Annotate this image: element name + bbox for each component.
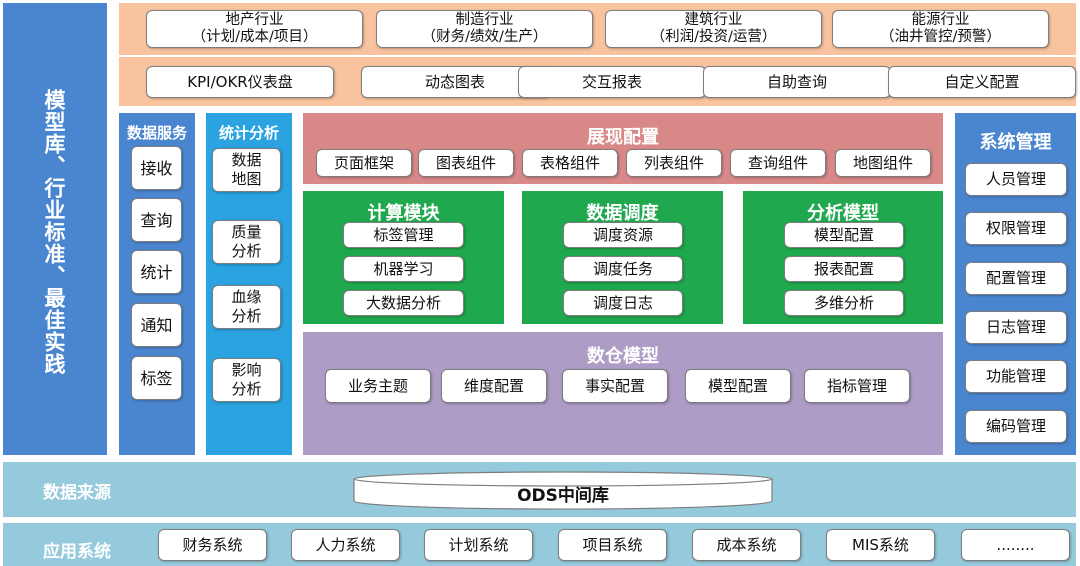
industry-scope: （利润/投资/运营） [650,29,777,45]
data-service-item: 标签 [131,356,182,400]
warehouse-item: 事实配置 [562,369,668,403]
industry-scope: （计划/成本/项目） [191,29,318,45]
stat-analysis-title: 统计分析 [218,124,279,142]
system-mgmt-item: 功能管理 [965,360,1067,393]
industry-card: 制造行业（财务/绩效/生产） [376,10,593,48]
industry-card: 地产行业（计划/成本/项目） [146,10,363,48]
feature-item: 自助查询 [703,66,891,98]
industry-scope: （油井管控/预警） [880,29,1001,45]
warehouse-item: 指标管理 [804,369,910,403]
app-system-item: MIS系统 [826,529,935,561]
app-system-item: 人力系统 [291,529,400,561]
app-system-item: 项目系统 [558,529,667,561]
analysis-model-item: 模型配置 [784,222,904,248]
display-config-item: 查询组件 [730,149,826,177]
left-vertical-panel: 模型库、行业标准、最佳实践 [3,3,107,455]
left-vertical-text: 模型库、行业标准、最佳实践 [42,89,66,375]
data-service-item: 通知 [131,303,182,347]
industry-name: 地产行业 [225,12,284,28]
app-system-item: ........ [961,529,1070,561]
data-service-item: 统计 [131,250,182,294]
app-systems-title: 应用系统 [43,542,111,562]
data-service-title: 数据服务 [126,124,187,142]
data-source-title: 数据来源 [43,483,111,503]
system-mgmt-item: 权限管理 [965,212,1067,245]
stat-analysis-item: 影响 分析 [212,358,281,402]
analysis-model-title: 分析模型 [807,203,879,224]
industry-scope: （财务/绩效/生产） [421,29,548,45]
industry-name: 制造行业 [455,12,514,28]
scheduling-item: 调度资源 [563,222,683,248]
data-service-item: 接收 [131,146,182,190]
industry-name: 建筑行业 [684,12,743,28]
analysis-model-item: 报表配置 [784,256,904,282]
display-config-item: 图表组件 [418,149,514,177]
feature-item: 交互报表 [518,66,706,98]
app-system-item: 财务系统 [158,529,267,561]
display-config-item: 表格组件 [522,149,618,177]
ods-cylinder [353,471,773,510]
stat-analysis-item: 数据 地图 [212,148,281,192]
compute-item: 大数据分析 [343,290,464,316]
display-config-item: 地图组件 [835,149,931,177]
app-system-item: 成本系统 [692,529,801,561]
warehouse-item: 模型配置 [685,369,791,403]
warehouse-item: 业务主题 [325,369,431,403]
stat-analysis-item: 质量 分析 [212,220,281,264]
display-config-item: 列表组件 [626,149,722,177]
scheduling-item: 调度任务 [563,256,683,282]
app-system-item: 计划系统 [424,529,533,561]
scheduling-title: 数据调度 [586,203,659,224]
system-mgmt-item: 人员管理 [965,163,1067,196]
system-mgmt-item: 配置管理 [965,262,1067,295]
scheduling-item: 调度日志 [563,290,683,316]
ods-label: ODS中间库 [517,486,609,506]
system-mgmt-item: 编码管理 [965,410,1067,443]
display-config-title: 展现配置 [587,127,659,148]
feature-item: KPI/OKR仪表盘 [146,66,334,98]
feature-item: 动态图表 [361,66,549,98]
industry-divider [119,55,1076,57]
industry-name: 能源行业 [911,12,970,28]
data-service-item: 查询 [131,198,182,242]
compute-item: 机器学习 [343,256,464,282]
compute-title: 计算模块 [367,203,440,224]
stat-analysis-item: 血缘 分析 [212,285,281,329]
display-config-item: 页面框架 [316,149,412,177]
feature-item: 自定义配置 [888,66,1076,98]
industry-card: 建筑行业（利润/投资/运营） [605,10,822,48]
analysis-model-item: 多维分析 [784,290,904,316]
industry-card: 能源行业（油井管控/预警） [832,10,1049,48]
warehouse-item: 维度配置 [441,369,547,403]
system-mgmt-title: 系统管理 [979,132,1052,153]
warehouse-title: 数仓模型 [587,346,659,367]
compute-item: 标签管理 [343,222,464,248]
system-mgmt-item: 日志管理 [965,311,1067,344]
